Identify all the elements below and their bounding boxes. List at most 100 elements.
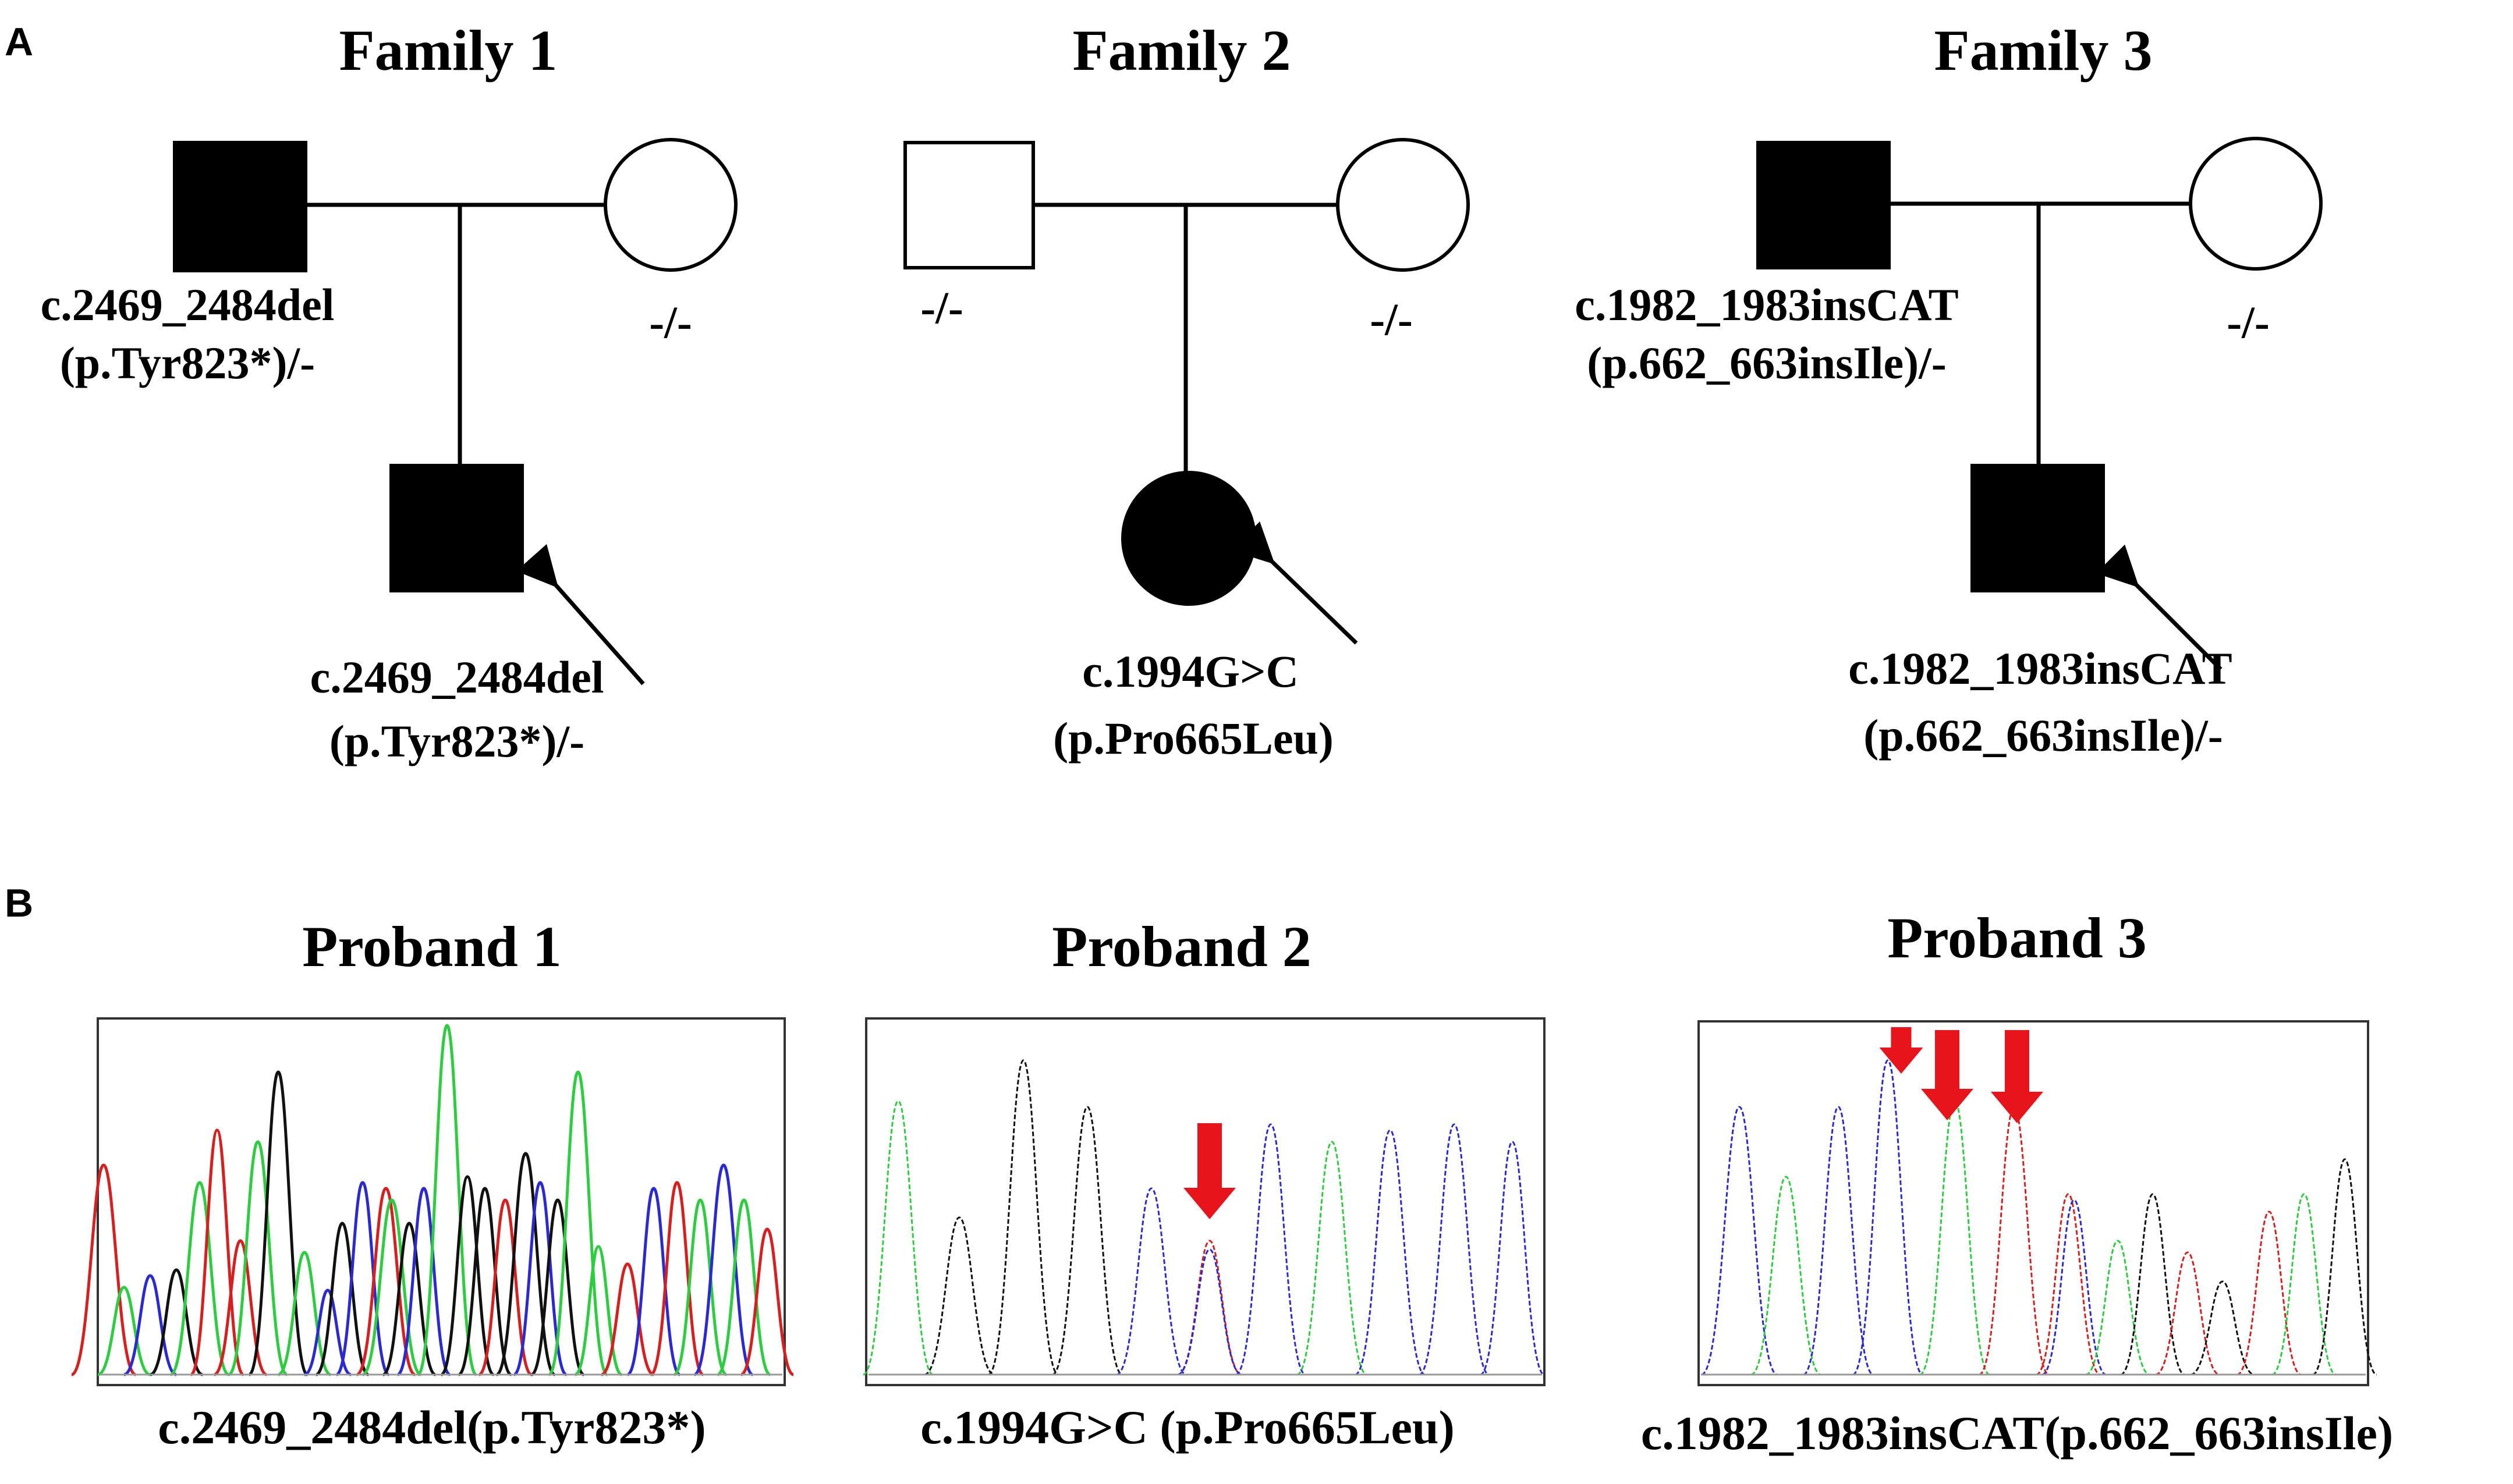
trace-peak [2085, 1240, 2150, 1376]
family-2-mother-symbol [1336, 138, 1470, 272]
trace-peak [1235, 1123, 1306, 1376]
trace-peak [547, 1070, 609, 1376]
proband-3-title: Proband 3 [1887, 906, 2147, 970]
family-2-title: Family 2 [1073, 18, 1291, 83]
family-3-father-genotype-line2: (p.662_663insIle)/- [1587, 338, 1947, 388]
proband-2-caption: c.1994G>C (p.Pro665Leu) [920, 1401, 1455, 1454]
trace-peak [356, 1187, 416, 1376]
trace-peak [2155, 1251, 2220, 1376]
family-3-proband-symbol [1970, 464, 2105, 592]
family-2-proband-genotype-line2: (p.Pro665Leu) [1053, 713, 1334, 764]
trace-peak [416, 1024, 478, 1376]
trace-peak [600, 1262, 655, 1376]
trace-peak [2120, 1193, 2185, 1376]
family-1-proband-arrow [516, 544, 645, 686]
trace-peak [396, 1187, 451, 1376]
trace-peak [1852, 1059, 1923, 1376]
family-2-father-genotype: -/- [920, 282, 963, 333]
proband-2-chromatogram-traces [863, 1059, 1545, 1376]
family-1-mother-genotype: -/- [649, 297, 692, 347]
trace-peak [277, 1251, 332, 1376]
trace-peak [2041, 1199, 2107, 1376]
trace-peak [2312, 1158, 2377, 1376]
trace-peak [1296, 1141, 1367, 1376]
trace-peak [673, 1198, 728, 1376]
trace-peak [440, 1175, 495, 1376]
proband-2-mutation-arrows [1183, 1123, 1236, 1219]
family-2-proband-symbol [1121, 471, 1256, 606]
trace-peak [1701, 1106, 1778, 1376]
trace-peak [626, 1187, 681, 1376]
family-1-father-symbol [173, 141, 307, 272]
trace-peak [2271, 1193, 2337, 1376]
trace-peak [513, 1181, 568, 1376]
proband-1-panel: Proband 1 c.2469_2484del(p.Tyr823*) [70, 914, 795, 1454]
trace-peak [1052, 1106, 1123, 1376]
trace-peak [169, 1181, 230, 1376]
family-2-pedigree: Family 2 -/- -/- c.1994G>C (p.Pro665Leu) [903, 18, 1470, 764]
trace-peak [70, 1163, 137, 1376]
trace-peak [530, 1198, 585, 1376]
family-3-father-genotype-line1: c.1982_1983insCAT [1575, 279, 1958, 330]
family-1-father-genotype-line2: (p.Tyr823*)/- [60, 338, 315, 388]
family-1-title: Family 1 [339, 18, 558, 83]
trace-peak [1803, 1106, 1874, 1376]
trace-peak [988, 1059, 1059, 1376]
trace-peak [717, 1198, 771, 1376]
proband-3-panel: Proband 3 c.1982_1983insCAT(p.662_663ins… [1641, 906, 2393, 1460]
proband-2-panel: Proband 2 c.1994G>C (p.Pro665Leu) [863, 914, 1546, 1454]
proband-1-chromatogram-traces [70, 1024, 795, 1376]
family-3-mother-genotype: -/- [2227, 297, 2270, 347]
trace-peak [1419, 1123, 1490, 1376]
panel-a-letter: A [5, 20, 33, 64]
trace-peak [478, 1198, 533, 1376]
family-1-pedigree: Family 1 c.2469_2484del (p.Tyr823*)/- -/… [41, 18, 738, 766]
trace-peak [1480, 1141, 1545, 1376]
trace-peak [1177, 1248, 1242, 1376]
trace-peak [97, 1286, 151, 1376]
proband-2-title: Proband 2 [1052, 914, 1312, 979]
trace-peak [303, 1288, 352, 1376]
mutation-arrow-icon [1991, 1030, 2043, 1123]
trace-peak [335, 1181, 390, 1376]
trace-peak [1355, 1129, 1426, 1376]
trace-peak [1750, 1176, 1821, 1376]
family-1-proband-symbol [389, 464, 524, 592]
family-2-proband-arrow [1231, 521, 1358, 645]
trace-peak [1116, 1187, 1187, 1376]
panel-b-letter: B [5, 881, 33, 925]
proband-3-mutation-arrows [1879, 1027, 2043, 1123]
mutation-arrow-icon [1879, 1027, 1923, 1074]
trace-peak [458, 1187, 512, 1376]
mutation-arrow-icon [1183, 1123, 1236, 1219]
proband-3-chromatogram-traces [1701, 1059, 2377, 1376]
proband-3-chromatogram-frame [1697, 1020, 2369, 1386]
trace-peak [189, 1128, 245, 1376]
family-1-proband-genotype-line2: (p.Tyr823*)/- [329, 716, 584, 766]
trace-peak [2036, 1193, 2101, 1376]
trace-peak [650, 1181, 704, 1376]
family-2-mother-genotype: -/- [1370, 294, 1413, 345]
trace-peak [2190, 1280, 2255, 1376]
family-1-father-genotype-line1: c.2469_2484del [41, 279, 335, 330]
proband-1-title: Proband 1 [302, 914, 562, 979]
trace-peak [315, 1222, 370, 1376]
trace-peak [149, 1268, 204, 1376]
family-3-father-symbol [1756, 141, 1891, 269]
family-2-father-symbol [903, 141, 1035, 269]
family-3-pedigree: Family 3 c.1982_1983insCAT (p.662_663ins… [1575, 18, 2323, 761]
family-3-proband-genotype-line2: (p.662_663insIle)/- [1863, 710, 2223, 761]
family-3-title: Family 3 [1934, 18, 2153, 83]
family-3-mother-symbol [2189, 137, 2323, 271]
family-1-proband-genotype-line1: c.2469_2484del [310, 652, 604, 702]
trace-peak [924, 1216, 995, 1376]
proband-1-caption: c.2469_2484del(p.Tyr823*) [158, 1401, 706, 1454]
family-1-mother-symbol [604, 138, 738, 272]
mutation-arrow-icon [1921, 1030, 1973, 1120]
trace-peak [740, 1227, 795, 1376]
trace-peak [123, 1274, 177, 1376]
trace-peak [228, 1140, 288, 1376]
trace-peak [693, 1163, 754, 1376]
family-3-proband-arrow [2096, 544, 2223, 671]
family-2-proband-genotype-line1: c.1994G>C [1082, 646, 1299, 697]
